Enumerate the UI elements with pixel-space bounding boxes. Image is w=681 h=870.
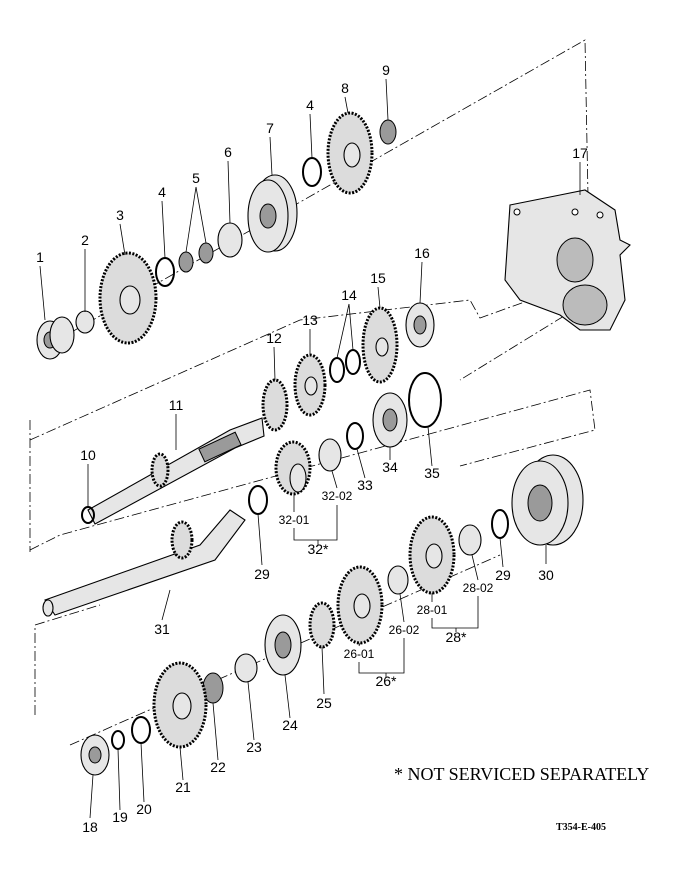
housing-plate	[504, 189, 631, 331]
snap-rings-14	[329, 349, 361, 383]
gear-13	[293, 353, 327, 417]
callout-32-01: 32-01	[279, 513, 310, 527]
callout-9: 9	[382, 62, 390, 78]
bearing-18	[80, 734, 110, 776]
callout-32-02: 32-02	[322, 489, 353, 503]
callout-16: 16	[414, 245, 430, 261]
center-line-bottom	[34, 604, 101, 715]
bushing-2	[75, 310, 95, 334]
gear-8	[326, 111, 374, 195]
callout-12: 12	[266, 330, 282, 346]
callout-29: 29	[495, 567, 511, 583]
callout-34: 34	[382, 459, 398, 475]
collar-24	[264, 614, 302, 676]
bushing-23	[234, 653, 258, 683]
snap-ring-4b	[302, 157, 322, 187]
callout-4: 4	[158, 184, 166, 200]
callout-24: 24	[282, 717, 298, 733]
synchronizer-30	[511, 454, 584, 546]
callout-26-02: 26-02	[389, 623, 420, 637]
bearing-16	[405, 302, 435, 348]
callout-26-01: 26-01	[344, 647, 375, 661]
gear-32	[274, 440, 312, 496]
callout-5: 5	[192, 170, 200, 186]
bearing-1	[36, 316, 75, 360]
gear-3	[98, 251, 158, 345]
needle-bearing-5b	[198, 242, 214, 264]
callout-labels: 1234567489171615141312111035343332-0232-…	[36, 62, 588, 835]
callout-14: 14	[341, 287, 357, 303]
snap-ring-35	[408, 372, 442, 428]
needle-bearing-5a	[178, 251, 194, 273]
input-shaft-11	[87, 417, 265, 525]
washer-33	[346, 422, 364, 450]
bushing-26-02	[387, 565, 409, 595]
bushing-28-02	[458, 524, 482, 556]
callout-26-star: 26*	[375, 673, 397, 689]
needle-bearing-22	[202, 672, 224, 704]
gear-15	[361, 306, 399, 384]
callout-28-01: 28-01	[417, 603, 448, 617]
callout-23: 23	[246, 739, 262, 755]
callout-6: 6	[224, 144, 232, 160]
callout-8: 8	[341, 80, 349, 96]
gear-12	[261, 378, 289, 432]
cage-6	[217, 222, 243, 258]
callout-28-02: 28-02	[463, 581, 494, 595]
callout-21: 21	[175, 779, 191, 795]
gear-28	[408, 515, 456, 595]
center-line-upper	[39, 39, 591, 381]
synchronizer-7	[247, 174, 298, 253]
callout-13: 13	[302, 312, 318, 328]
callout-7: 7	[266, 120, 274, 136]
callout-25: 25	[316, 695, 332, 711]
bearing-34	[372, 392, 408, 448]
center-line-lower	[29, 389, 596, 551]
leader-lines	[39, 78, 581, 819]
callout-11: 11	[169, 397, 184, 413]
not-serviced-note: * NOT SERVICED SEPARATELY	[394, 764, 650, 784]
callout-31: 31	[154, 621, 170, 637]
callout-29: 29	[254, 566, 270, 582]
callout-10: 10	[80, 447, 96, 463]
callout-22: 22	[210, 759, 226, 775]
callout-17: 17	[572, 145, 588, 161]
center-line-mid	[29, 299, 531, 441]
callout-19: 19	[112, 809, 128, 825]
gear-25	[308, 601, 336, 649]
needle-bearing-9	[379, 119, 397, 145]
gear-21	[152, 661, 208, 749]
callout-2: 2	[81, 232, 89, 248]
bushing-32-02	[318, 438, 342, 472]
washer-20	[131, 716, 151, 744]
snap-ring-29b	[491, 509, 509, 539]
snap-ring-29	[248, 485, 268, 515]
callout-1: 1	[36, 249, 44, 265]
callout-3: 3	[116, 207, 124, 223]
drawing-code: T354-E-405	[556, 822, 606, 833]
callout-4: 4	[306, 97, 314, 113]
output-shaft-31	[42, 509, 246, 617]
callout-35: 35	[424, 465, 440, 481]
gear-26	[336, 565, 384, 645]
callout-33: 33	[357, 477, 373, 493]
snap-ring-4	[155, 257, 175, 287]
snap-ring-19	[111, 730, 125, 750]
callout-20: 20	[136, 801, 152, 817]
callout-18: 18	[82, 819, 98, 835]
callout-32-star: 32*	[307, 541, 329, 557]
callout-28-star: 28*	[445, 629, 467, 645]
callout-30: 30	[538, 567, 554, 583]
callout-15: 15	[370, 270, 386, 286]
